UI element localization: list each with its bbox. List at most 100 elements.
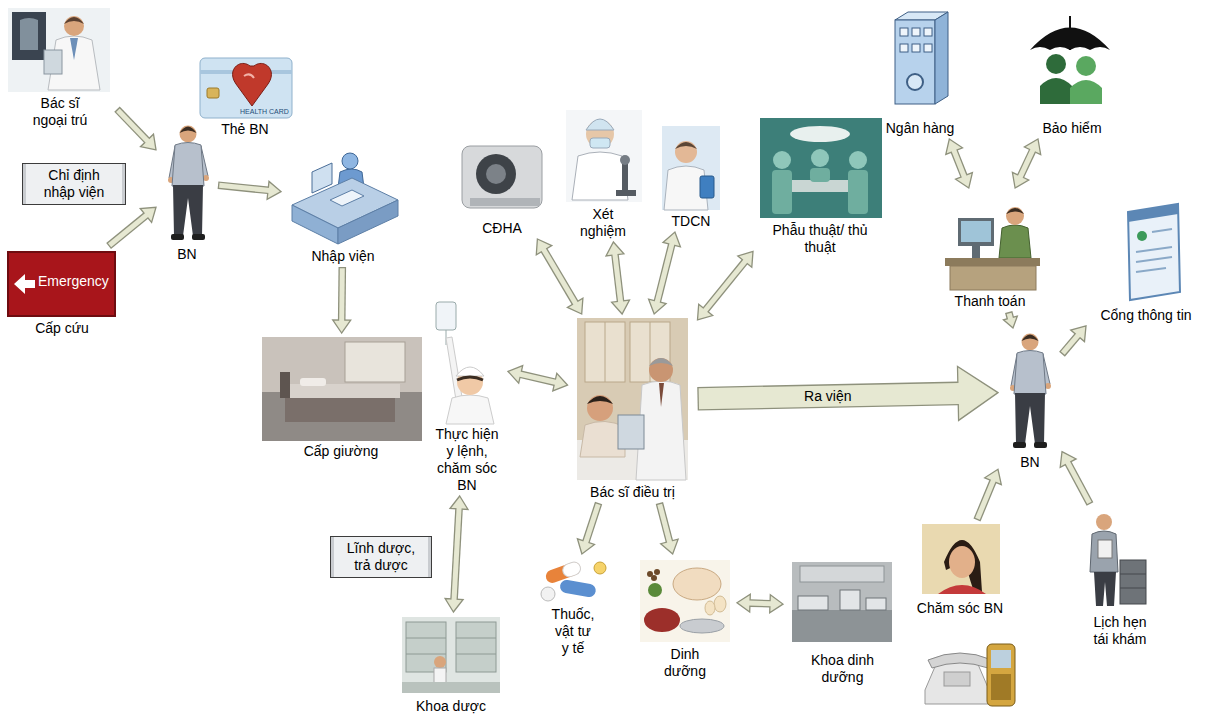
flow-arrow [1060,452,1090,504]
admission-desk-picture [338,200,398,244]
emergency-sign-picture [14,274,35,294]
food-picture [640,560,730,642]
kitchen-picture [866,598,886,610]
note-box: Chỉ định nhập viện [22,163,126,205]
pharmacy-picture [456,622,496,672]
medicine-picture [541,587,555,601]
food-picture [714,596,726,612]
attending-doctor-picture [618,415,644,449]
node-caption: Thanh toán [940,293,1040,310]
food-picture [680,619,724,633]
node-caption: Chăm sóc BN [910,600,1010,617]
arrow-body [615,253,621,302]
arrow-head [737,594,750,612]
kitchen-picture [798,596,828,610]
icon-node: Cấp giường [258,335,424,460]
arrow-body [657,243,672,303]
attending-doctor-picture [585,322,625,382]
medicine-picture [594,562,606,574]
bank-building-picture [895,20,935,104]
icon-space [533,556,613,606]
payment-desk-picture [950,266,1036,290]
payment-desk-picture [945,207,1040,290]
node-caption: Cấp giường [266,443,416,460]
arrow-body [1067,462,1089,503]
web-portal-picture [1152,229,1172,232]
node-caption: TDCN [656,213,726,230]
hospital-bed-picture [345,342,405,382]
icon-node: TDCN [653,123,729,230]
node-caption: Phẫu thuật/ thủ thuật [773,222,868,256]
arrow-body [586,504,599,543]
appointment-picture [1090,514,1146,606]
card-text: HEALTH CARD [240,108,289,116]
flow-arrow [218,181,281,199]
kitchen-picture [792,610,892,642]
health-card-picture [244,74,254,78]
food-picture [654,569,660,575]
flow-arrow [577,503,598,554]
attending-doctor-picture [649,358,673,382]
icon-node: Cổng thông tin [1088,203,1204,324]
insurance-umbrella-picture [1046,54,1066,74]
medicine-picture [541,560,606,601]
arrow-body [1063,335,1079,354]
health-card-picture [200,58,292,118]
food-picture [640,560,730,642]
patient-figure [168,126,209,241]
function-test-picture [662,126,720,210]
bank-building-picture [935,12,948,104]
node-caption: Lịch hẹn tái khám [1087,614,1153,648]
hospital-bed-picture [280,384,400,398]
function-test-picture [675,142,697,149]
attending-doctor-picture [587,396,613,404]
icon-space [653,123,729,213]
icon-node: Bác sĩ điều trị [570,316,696,501]
arrow-head [445,599,463,613]
arrow-body [339,268,345,321]
node-caption: Khoa dinh dưỡng [803,652,883,686]
medicine-picture [561,560,582,578]
node-caption: Bảo hiểm [1027,120,1117,137]
icon-node: Nhập viện [283,148,403,265]
icon-space [1022,13,1122,120]
attending-doctor-picture [659,383,664,407]
bank-building-picture [900,44,908,52]
payment-desk-picture [945,258,1040,266]
outpatient-doctor-picture [20,18,38,50]
icon-space [570,316,696,484]
pharmacy-picture [402,617,500,693]
attending-doctor-picture [577,318,688,480]
emergency-sign-picture [8,252,115,316]
food-picture [673,568,721,600]
insurance-umbrella-picture [1076,56,1096,76]
health-card-picture [233,63,272,106]
kitchen-picture [800,566,884,582]
icon-node: Thanh toán [935,190,1045,310]
flow-arrow [508,366,568,391]
pharmacy-picture [406,654,446,655]
attending-doctor-picture [649,358,673,366]
lab-technician-picture [616,190,636,196]
node-caption: Thực hiện y lệnh, chăm sóc BN [434,426,500,494]
nurse-picture [446,337,462,400]
payment-desk-picture [961,221,991,242]
outpatient-doctor-picture [8,8,110,92]
flow-arrow [737,594,783,613]
bank-building-picture [895,12,948,104]
hospital-bed-picture [262,337,422,441]
icon-node: Thuốc, vật tư y tế [533,556,613,657]
operating-room-picture [772,170,792,214]
function-test-picture [700,176,714,198]
icon-space [5,5,115,95]
lab-technician-picture [566,110,642,202]
icon-node: BN [158,118,216,263]
icon-node: Ngân hàng [877,10,963,137]
lab-technician-picture [566,110,642,202]
imaging-machine-picture [462,146,542,208]
imaging-machine-picture [486,164,506,184]
admission-desk-picture [292,205,338,244]
node-caption: CĐHA [457,220,547,237]
